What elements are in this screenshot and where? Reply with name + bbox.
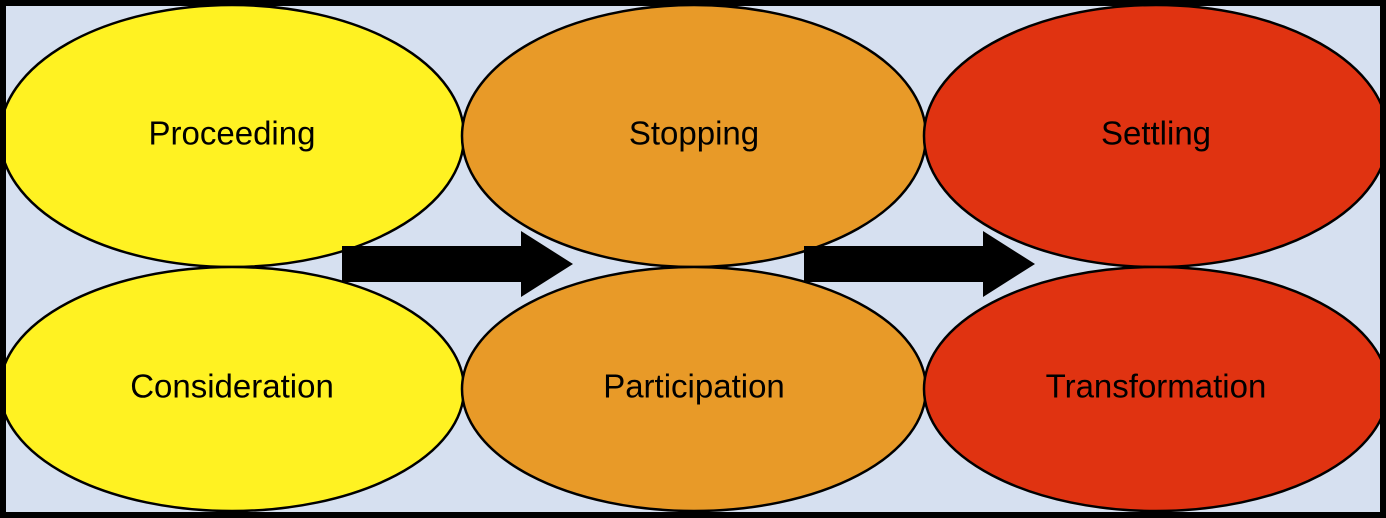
arrow-group [342, 231, 1035, 297]
node-label-transformation: Transformation [1046, 368, 1267, 405]
arrow-stopping-to-settling-icon[interactable] [804, 231, 1035, 297]
node-label-proceeding: Proceeding [149, 115, 316, 152]
node-label-settling: Settling [1101, 115, 1211, 152]
node-transformation[interactable]: Transformation [922, 265, 1386, 512]
node-participation[interactable]: Participation [460, 265, 928, 512]
node-label-participation: Participation [603, 368, 785, 405]
node-proceeding[interactable]: Proceeding [0, 5, 466, 269]
arrow-proceeding-to-stopping-icon[interactable] [342, 231, 573, 297]
node-shape-transformation[interactable] [922, 265, 1386, 512]
bottom-row: Consideration Participation Transformati… [0, 265, 1386, 512]
node-stopping[interactable]: Stopping [460, 5, 928, 269]
node-label-consideration: Consideration [130, 368, 334, 405]
node-consideration[interactable]: Consideration [0, 265, 466, 512]
node-settling[interactable]: Settling [922, 5, 1386, 269]
node-label-stopping: Stopping [629, 115, 759, 152]
top-row: Proceeding Stopping Settling [0, 5, 1386, 269]
